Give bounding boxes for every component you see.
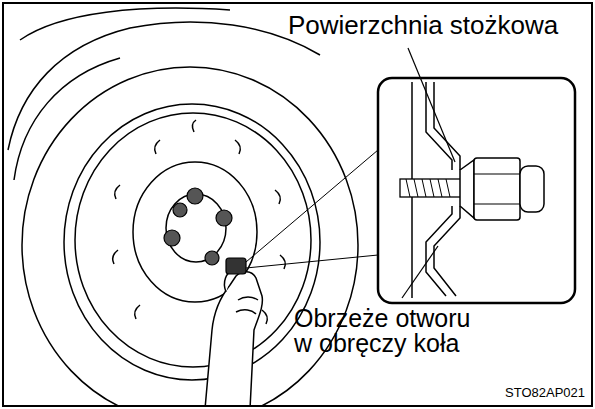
zoom-lines-part [246,150,378,262]
held-nut [226,258,246,274]
lug-nuts-part [164,230,180,246]
rim-outer [64,104,320,380]
rim-slots-part [155,140,160,154]
hand-part [236,310,256,314]
part-label: Powierzchnia stożkowa [288,10,558,40]
rim-slots-part [115,185,120,199]
part-label: Obrzeże otworu w obręczy koła [294,306,486,356]
hand-part [205,272,262,406]
rim-profile-bottom-inner [434,206,460,296]
lug-nut-detail-part [474,158,520,220]
rim-profile-top-inner [434,82,460,170]
leader-lines [402,48,455,298]
lug-nut-detail-part [474,174,520,204]
rim-slots-part [192,120,196,132]
body-line [20,8,230,40]
wheel-bolt-part [406,179,450,197]
leader-lines-part [408,48,455,162]
detail-inset [378,78,575,303]
rim-slots-part [262,310,267,324]
rim-slots-part [235,140,240,154]
leader-lines-part [402,246,438,298]
lug-nuts [164,188,232,265]
detail-inset-part [378,78,575,303]
zoom-lines [246,150,378,268]
outer-frame [3,3,592,406]
rim-slots-part [113,250,118,264]
fender-arch [8,22,320,150]
lug-nuts-part [187,188,203,204]
rim-profile-bottom [426,206,452,296]
rim-profile-top [426,82,452,170]
lug-nuts-part [205,251,219,265]
lug-nut-detail-part [460,160,474,218]
rim-slots-part [135,305,140,319]
rim-slots-part [280,255,285,269]
hand-part [238,297,258,300]
rim-inner [75,113,311,367]
rim-slots-part [275,190,280,204]
hand [205,270,262,406]
lug-nut-detail [460,158,544,220]
lug-nuts-part [173,203,187,217]
lug-nut-detail-part [520,166,544,212]
lug-nuts-part [216,210,232,226]
zoom-lines-part [246,255,378,268]
held-nut-part [226,258,246,274]
figure-code: STO82AP021 [505,385,585,400]
fender-inner [14,58,120,180]
